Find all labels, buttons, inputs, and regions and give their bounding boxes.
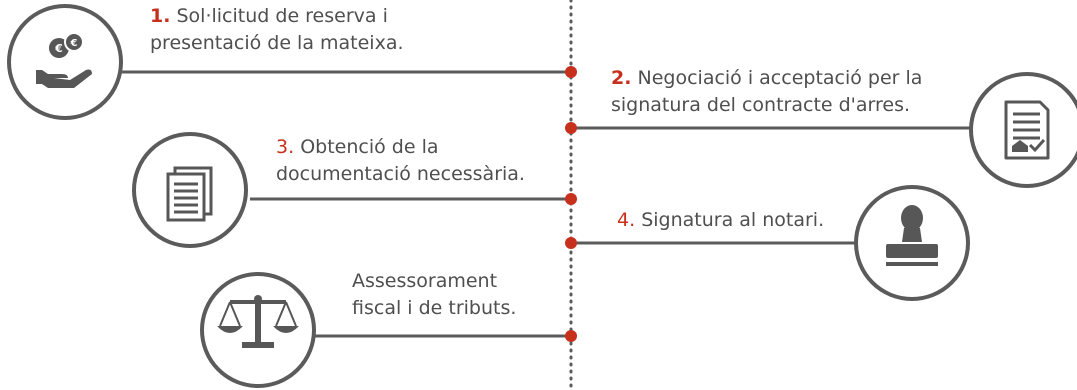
- step-5-text: Assessorament fiscal i de tributs.: [352, 268, 516, 322]
- step-1-line2: presentació de la mateixa.: [150, 32, 404, 54]
- icon-circle-4: [854, 185, 970, 301]
- hand-coins-icon: € €: [36, 32, 92, 88]
- step-3-line1: Obtenció de la: [300, 136, 439, 158]
- step-5-line2: fiscal i de tributs.: [352, 297, 517, 319]
- step-4-text: 4. Signatura al notari.: [617, 207, 824, 234]
- contract-document-icon: [1004, 100, 1050, 160]
- step-1-text: 1. Sol·licitud de reserva i presentació …: [150, 3, 404, 57]
- step-2-text: 2. Negociació i acceptació per la signat…: [611, 65, 922, 119]
- step-2-line1: Negociació i acceptació per la: [637, 67, 923, 89]
- step-2-line2: signatura del contracte d'arres.: [611, 94, 911, 116]
- documents-icon: [166, 166, 213, 222]
- svg-text:€: €: [54, 42, 63, 55]
- icon-circle-1: [7, 4, 123, 120]
- stamp-icon: [886, 205, 938, 266]
- step-2-number: 2.: [611, 67, 632, 89]
- svg-text:€: €: [70, 38, 78, 49]
- timeline-dot-3: [565, 193, 577, 205]
- step-4-number: 4.: [617, 209, 636, 231]
- timeline-dot-4: [565, 237, 577, 249]
- balance-scale-icon: [217, 295, 299, 348]
- step-1-line1: Sol·licitud de reserva i: [176, 5, 388, 27]
- step-3-line2: documentació necessària.: [276, 163, 525, 185]
- step-5-line1: Assessorament: [352, 270, 498, 292]
- timeline-dot-2: [565, 122, 577, 134]
- timeline-dot-5: [565, 330, 577, 342]
- step-1-number: 1.: [150, 5, 171, 27]
- step-4-line1: Signatura al notari.: [641, 209, 825, 231]
- step-3-text: 3. Obtenció de la documentació necessàri…: [276, 134, 525, 188]
- timeline-dot-1: [565, 66, 577, 78]
- step-3-number: 3.: [276, 136, 295, 158]
